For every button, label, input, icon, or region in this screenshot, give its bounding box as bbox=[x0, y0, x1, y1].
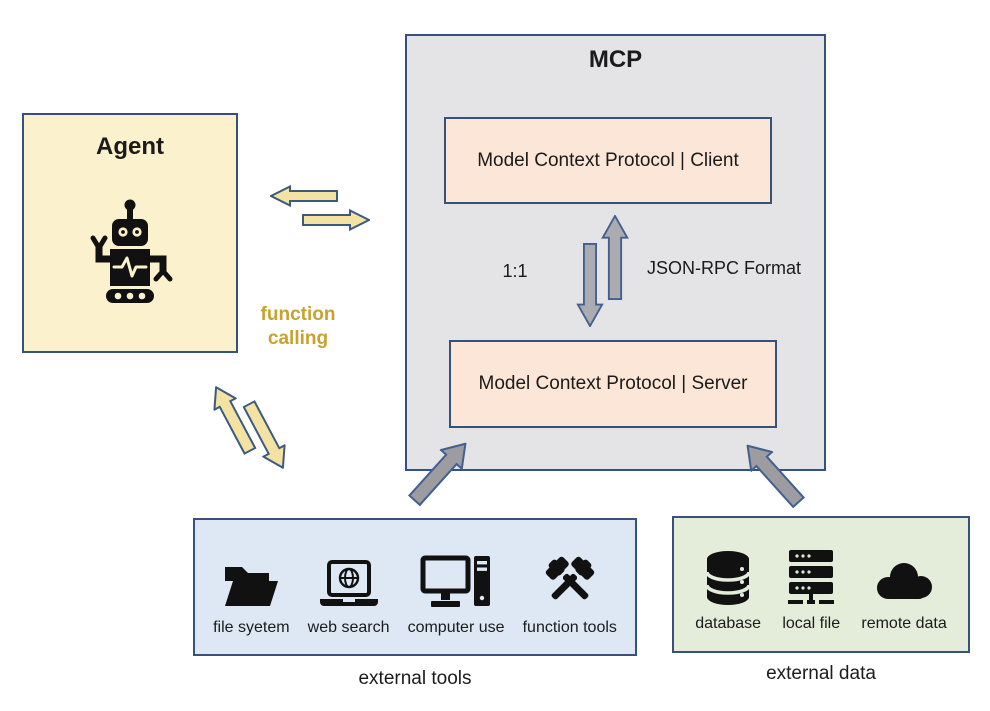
agent-title: Agent bbox=[96, 133, 164, 160]
tool-item-file-system: file syetem bbox=[213, 554, 290, 637]
mcp-title: MCP bbox=[588, 46, 643, 73]
tools-to-server-arrow-icon bbox=[403, 433, 477, 511]
folder-icon bbox=[222, 554, 280, 610]
mcp-server-box: Model Context Protocol | Server bbox=[449, 340, 777, 428]
tool-item-label: computer use bbox=[407, 619, 505, 636]
data-to-server-arrow-icon bbox=[736, 435, 810, 513]
external-data-caption: external data bbox=[766, 663, 876, 684]
mcp-to-agent-arrow-icon bbox=[270, 184, 338, 208]
cloud-icon bbox=[871, 550, 937, 606]
server-to-client-arrow-icon bbox=[600, 215, 630, 300]
robot-icon bbox=[86, 199, 174, 303]
agent-to-mcp-arrow-icon bbox=[302, 208, 370, 232]
agent-to-tools-arrow-icon bbox=[237, 397, 295, 475]
mcp-client-label: Model Context Protocol | Client bbox=[477, 149, 739, 171]
external-tools-box: file syetem web search bbox=[193, 518, 637, 656]
tool-item-label: file syetem bbox=[213, 619, 290, 636]
web-search-icon bbox=[316, 554, 382, 610]
data-item-database: database bbox=[695, 550, 761, 633]
data-item-local-file: local file bbox=[782, 550, 840, 633]
hammers-icon bbox=[541, 554, 599, 610]
tool-item-function-tools: function tools bbox=[523, 554, 617, 637]
data-item-label: database bbox=[695, 615, 762, 632]
external-tools-caption: external tools bbox=[358, 668, 472, 689]
tool-item-web-search: web search bbox=[307, 554, 390, 637]
function-calling-label: function calling bbox=[260, 304, 336, 349]
client-to-server-arrow-icon bbox=[575, 243, 605, 327]
data-item-label: remote data bbox=[861, 615, 947, 632]
tool-item-computer-use: computer use bbox=[408, 554, 505, 637]
mcp-client-box: Model Context Protocol | Client bbox=[444, 117, 772, 204]
data-item-label: local file bbox=[782, 615, 841, 632]
computer-icon bbox=[420, 554, 492, 610]
json-rpc-format-label: JSON-RPC Format bbox=[647, 258, 802, 278]
tool-item-label: web search bbox=[307, 619, 390, 636]
ratio-label: 1:1 bbox=[502, 261, 528, 281]
server-rack-icon bbox=[784, 550, 838, 606]
mcp-server-label: Model Context Protocol | Server bbox=[478, 373, 748, 394]
tools-to-agent-arrow-icon bbox=[204, 380, 262, 458]
tool-item-label: function tools bbox=[522, 619, 617, 636]
database-icon bbox=[703, 550, 753, 606]
external-data-box: database local bbox=[672, 516, 970, 653]
data-item-remote-data: remote data bbox=[861, 550, 947, 633]
